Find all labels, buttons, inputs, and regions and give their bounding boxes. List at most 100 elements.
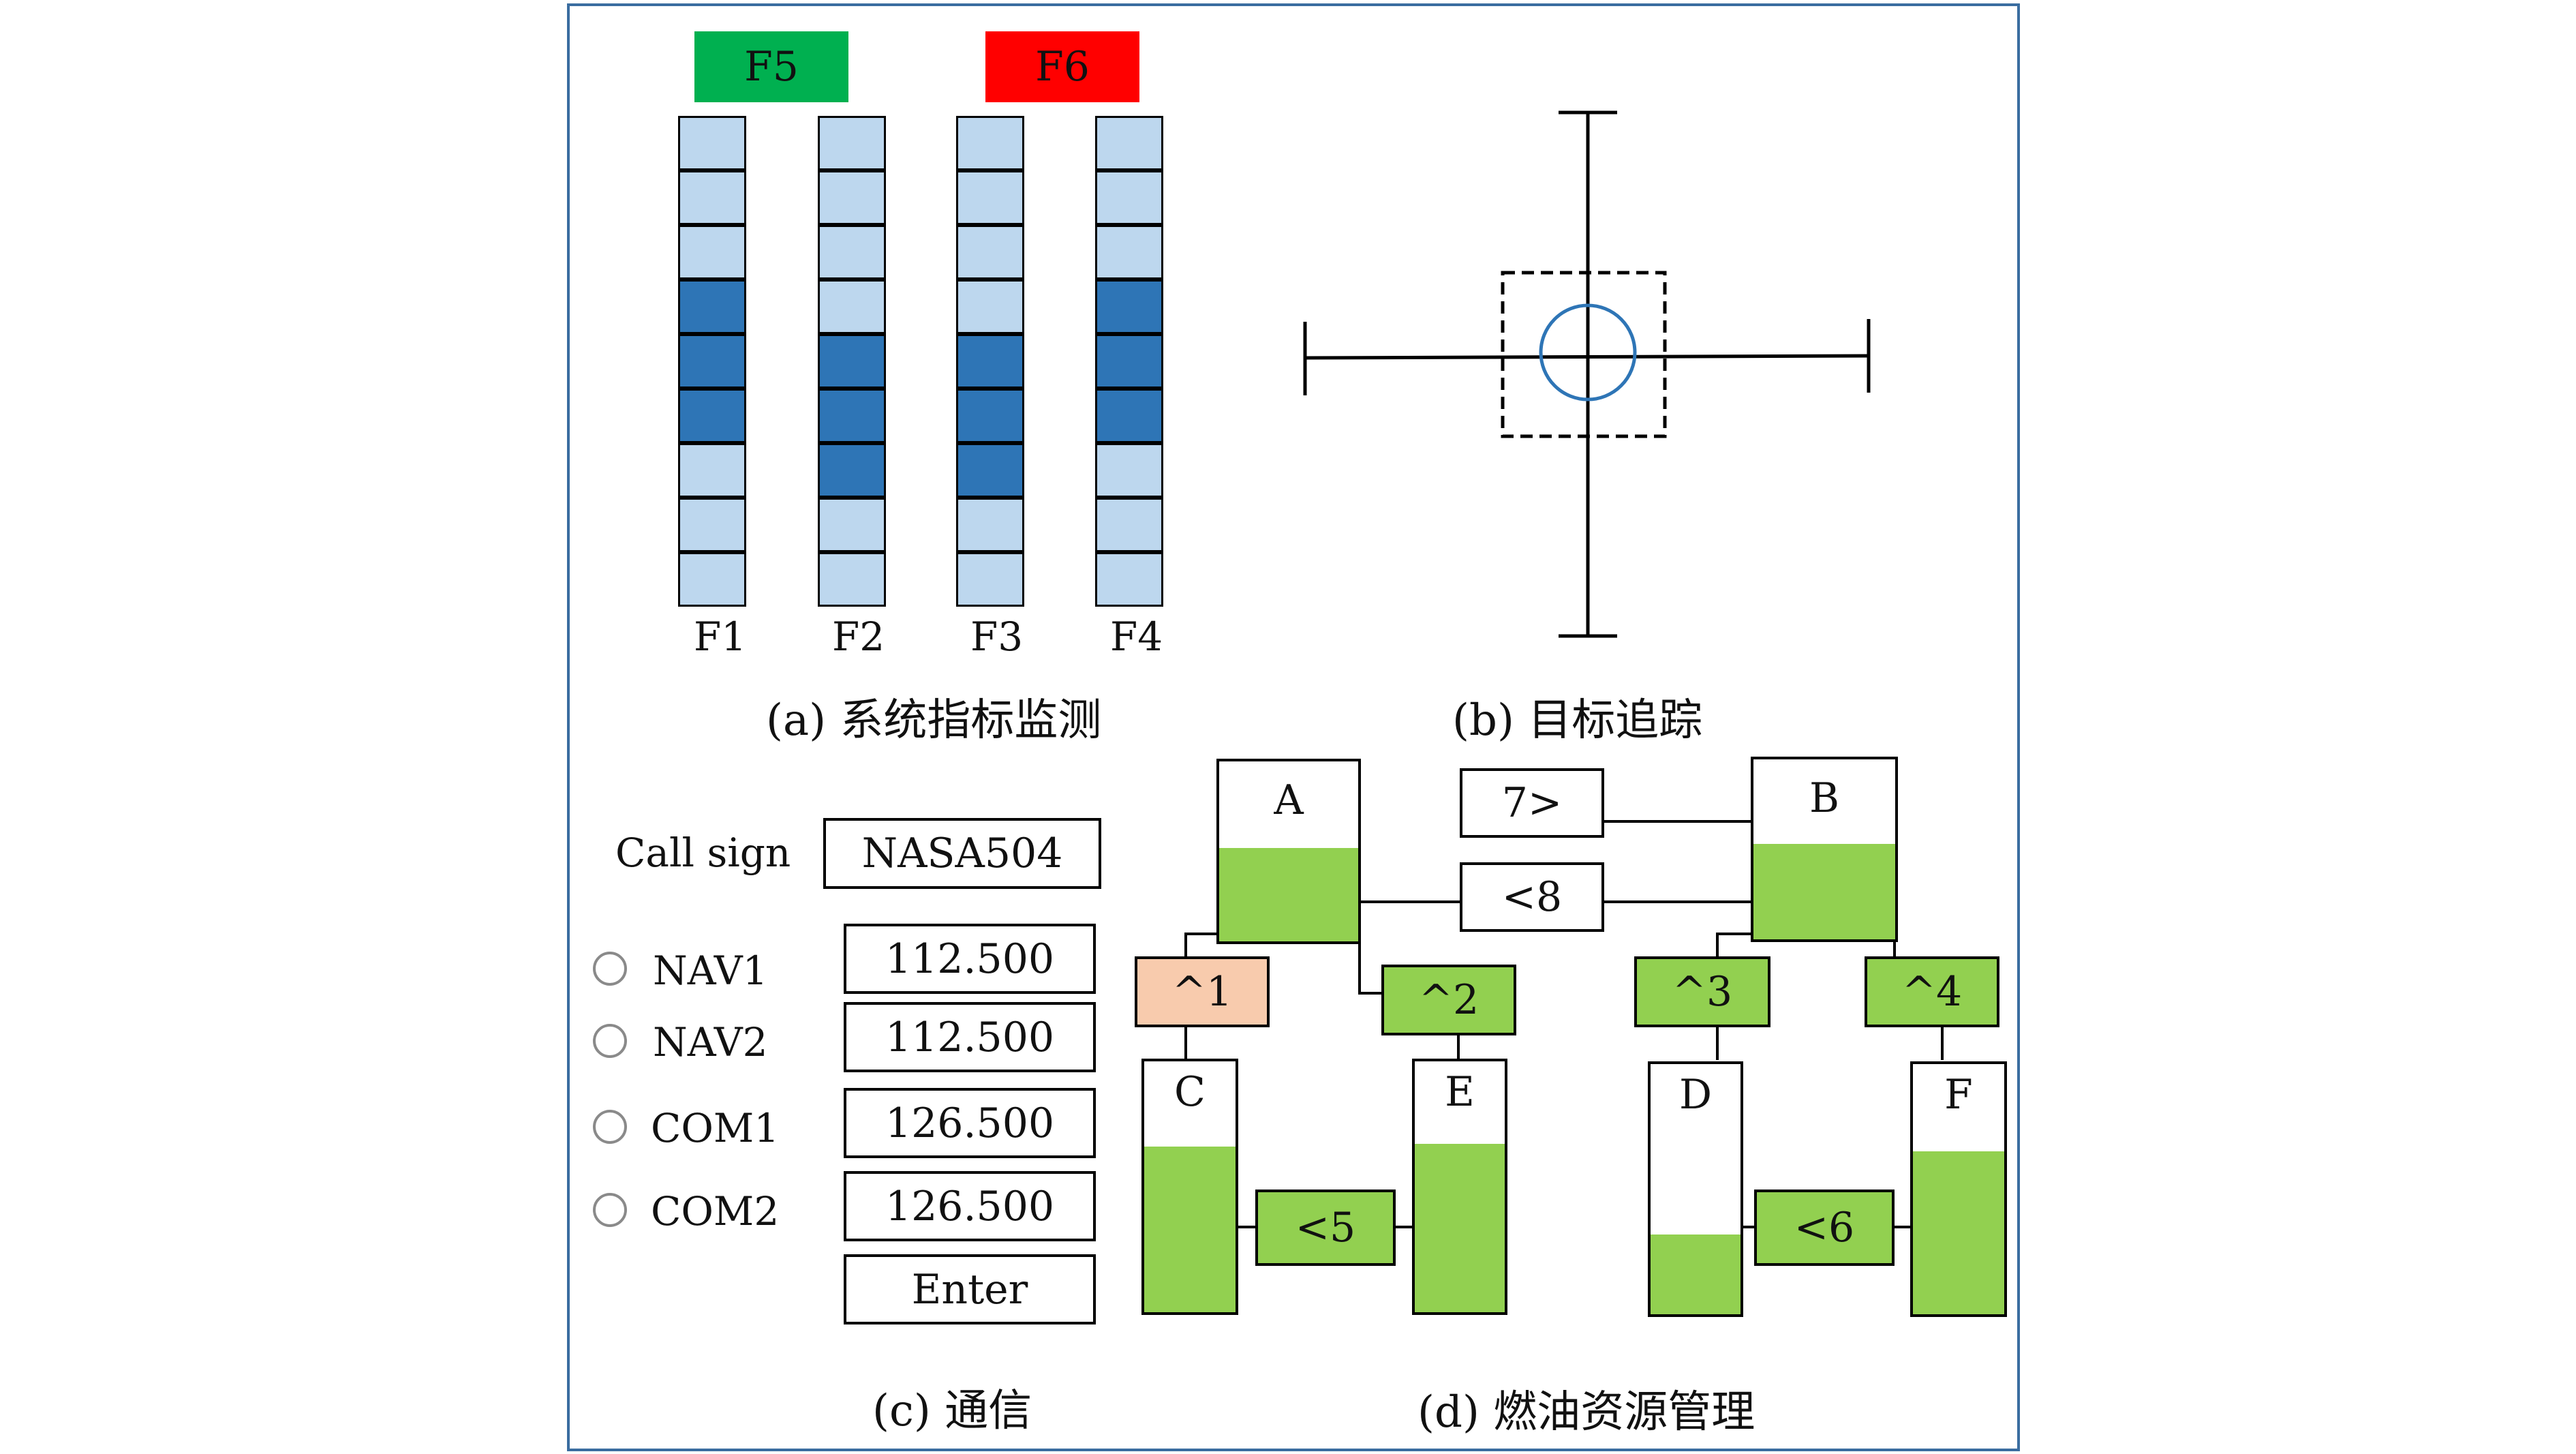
gauge-cell [818,498,886,552]
pump-2[interactable]: ^2 [1381,965,1516,1035]
gauge-cell [818,552,886,607]
gauge-cell [956,225,1024,279]
pump-5-label: <5 [1295,1204,1356,1252]
tank-f: F [1910,1061,2007,1317]
tank-d: D [1648,1061,1743,1317]
tank-b: B [1751,757,1898,942]
com2-frequency-field[interactable]: 126.500 [844,1171,1096,1241]
tank-f-label: F [1944,1071,1973,1119]
gauge-cell [678,389,746,443]
com1-label: COM1 [651,1105,780,1151]
gauge-cell [1095,389,1163,443]
horizontal-axis [1304,354,1869,360]
com2-radio[interactable] [593,1193,627,1227]
gauge-cell [678,279,746,334]
gauge-cell [678,334,746,389]
com1-frequency-field[interactable]: 126.500 [844,1088,1096,1158]
pump-8-label: <8 [1501,873,1563,921]
pump-6-label: <6 [1794,1204,1855,1252]
gauge-cell [678,116,746,170]
pump-7[interactable]: 7> [1460,768,1604,838]
f6-label: F6 [1035,43,1090,91]
gauge-cell [956,389,1024,443]
pump-3[interactable]: ^3 [1634,956,1770,1027]
tank-e-fuel [1415,1144,1505,1312]
com1-radio[interactable] [593,1110,627,1144]
com1-frequency: 126.500 [885,1099,1055,1147]
pump-2-label: ^2 [1418,976,1479,1024]
target-reticle[interactable] [1539,303,1637,402]
gauge-cell [818,279,886,334]
figure-frame [567,3,2020,1451]
f6-indicator[interactable]: F6 [985,31,1139,102]
gauge-cell [678,552,746,607]
pump-5[interactable]: <5 [1255,1190,1396,1266]
gauge-cell [1095,552,1163,607]
call-sign-field: NASA504 [823,818,1101,889]
tank-b-fuel [1753,844,1895,939]
enter-label: Enter [911,1265,1028,1314]
enter-button[interactable]: Enter [844,1254,1096,1324]
tank-a-label: A [1274,776,1304,824]
f5-label: F5 [744,43,799,91]
pump-8[interactable]: <8 [1460,862,1604,932]
gauge-label-f4: F4 [1110,614,1163,660]
gauge-cell [818,170,886,225]
gauge-cell [1095,279,1163,334]
gauge-label-f1: F1 [694,614,747,660]
nav1-frequency-field[interactable]: 112.500 [844,924,1096,994]
call-sign-value: NASA504 [861,830,1063,877]
nav2-frequency: 112.500 [885,1013,1055,1061]
caption-a: (a) 系统指标监测 [766,695,1102,746]
gauge-cell [818,334,886,389]
gauge-cell [1095,170,1163,225]
gauge-cell [956,498,1024,552]
gauge-label-f3: F3 [970,614,1024,660]
gauge-cell [956,279,1024,334]
tank-c: C [1141,1059,1238,1315]
gauge-cell [1095,443,1163,498]
gauge-cell [956,552,1024,607]
gauge-cell [1095,498,1163,552]
gauge-cell [818,389,886,443]
nav1-frequency: 112.500 [885,935,1055,983]
caption-d: (d) 燃油资源管理 [1417,1387,1755,1438]
gauge-cell [678,225,746,279]
nav1-label: NAV1 [653,948,768,994]
tank-b-label: B [1809,774,1840,822]
gauge-cell [956,116,1024,170]
nav1-radio[interactable] [593,952,627,986]
gauge-cell [818,225,886,279]
gauge-cell [1095,225,1163,279]
gauge-cell [1095,116,1163,170]
gauge-cell [956,443,1024,498]
gauge-cell [678,170,746,225]
pump-4-label: ^4 [1901,968,1963,1016]
tank-c-label: C [1174,1068,1206,1116]
pump-4[interactable]: ^4 [1865,956,1999,1027]
pump-1-label: ^1 [1171,968,1233,1016]
gauge-cell [678,443,746,498]
tank-c-fuel [1144,1147,1236,1312]
nav2-radio[interactable] [593,1024,627,1058]
nav2-frequency-field[interactable]: 112.500 [844,1002,1096,1072]
com2-frequency: 126.500 [885,1182,1055,1230]
com2-label: COM2 [651,1188,780,1235]
gauge-cell [818,443,886,498]
pump-6[interactable]: <6 [1754,1190,1895,1266]
tank-e: E [1412,1059,1507,1315]
tank-a: A [1216,759,1361,944]
tracking-box [1501,271,1667,438]
gauge-cell [678,498,746,552]
tank-d-fuel [1651,1234,1741,1314]
gauge-cell [956,170,1024,225]
pump-3-label: ^3 [1672,968,1733,1016]
pump-1[interactable]: ^1 [1135,956,1270,1027]
tank-d-label: D [1678,1071,1713,1119]
gauge-cell [956,334,1024,389]
gauge-cell [818,116,886,170]
f5-indicator[interactable]: F5 [694,31,848,102]
tank-f-fuel [1913,1151,2004,1314]
gauge-cell [1095,334,1163,389]
